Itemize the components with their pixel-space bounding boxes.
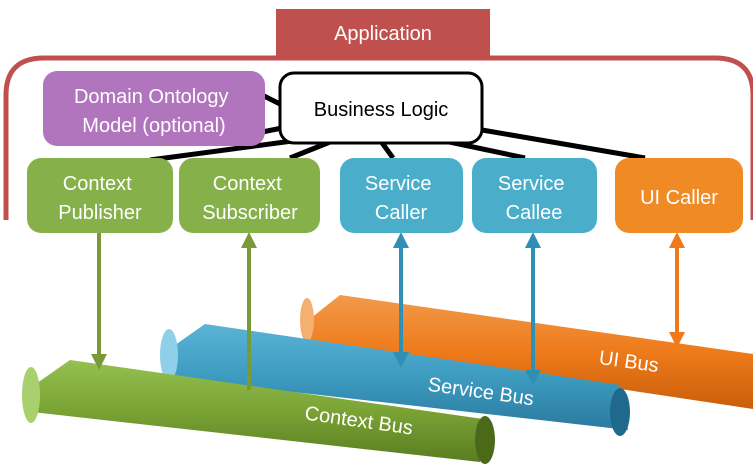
domain-ontology-box xyxy=(43,71,265,146)
application-tab xyxy=(276,9,490,59)
service-caller-label: Service Caller xyxy=(365,173,437,224)
context-subscriber-box xyxy=(179,158,320,233)
context-publisher-box xyxy=(27,158,173,233)
context-subscriber-label: Context Subscriber xyxy=(202,173,298,224)
business-logic-label: Business Logic xyxy=(314,99,449,121)
domain-ontology-label: Domain Ontology Model (optional) xyxy=(74,86,234,137)
service-bus: Service Bus xyxy=(160,324,630,436)
service-caller-box xyxy=(340,158,463,233)
service-callee-label: Service Callee xyxy=(498,173,570,224)
context-bus: Context Bus xyxy=(22,360,495,464)
ui-caller-box xyxy=(615,158,743,233)
ui-caller-label: UI Caller xyxy=(640,187,718,209)
application-label: Application xyxy=(334,23,432,45)
service-callee-box xyxy=(472,158,597,233)
business-logic-box xyxy=(278,71,484,145)
context-publisher-label: Context Publisher xyxy=(58,173,142,224)
